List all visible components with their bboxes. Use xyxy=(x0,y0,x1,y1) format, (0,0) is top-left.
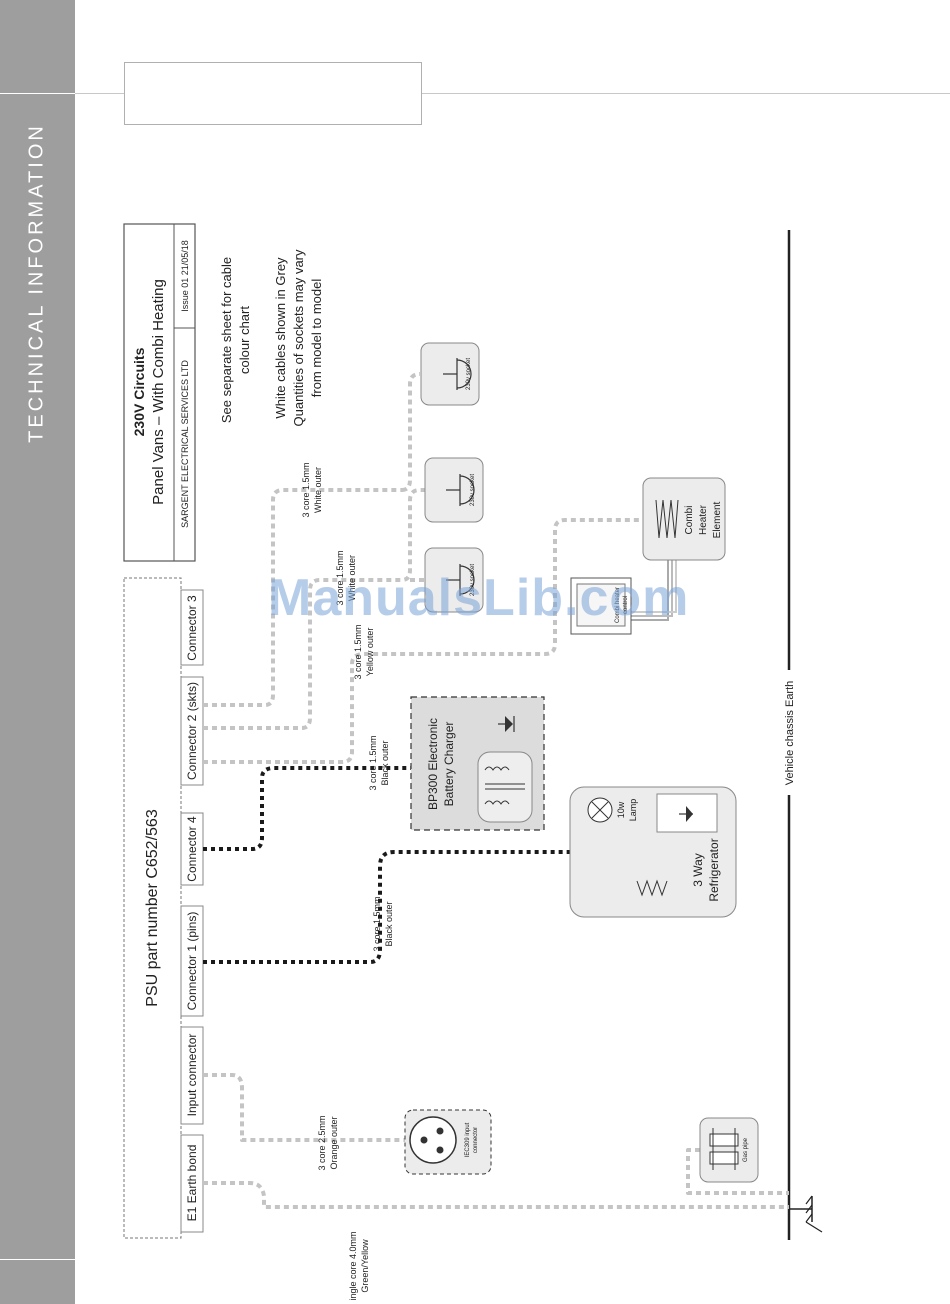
cables xyxy=(203,372,789,1209)
combi-cable xyxy=(203,518,643,764)
lamp-label-2: Lamp xyxy=(628,799,638,822)
sockets-top-cable-2 xyxy=(401,372,421,492)
earth-bar-label: Vehicle chassis Earth xyxy=(784,681,796,786)
socket-middle-label: 230v socket xyxy=(470,474,476,506)
refrigerator: 10w Lamp 3 Way Refrigerator xyxy=(569,786,737,918)
socket-top: 230v socket xyxy=(420,342,480,406)
transformer-icon xyxy=(477,751,533,823)
fridge-cable xyxy=(203,850,571,964)
charger-label-1: BP300 Electronic xyxy=(426,718,440,810)
cable-labels: ingle core 4.0mm Green/Yellow 3 core 2.5… xyxy=(301,462,394,1300)
iec-connector: IEC309 input connector xyxy=(404,1109,492,1175)
heater-element-icon xyxy=(655,499,679,539)
header-box xyxy=(124,62,422,125)
fridge-cable-label-2: Black outer xyxy=(384,901,394,946)
combi-heater: Combi Heater Element xyxy=(642,477,726,561)
socket-middle: 230v socket xyxy=(424,457,484,523)
title-block-subtitle: Panel Vans – With Combi Heating xyxy=(150,279,167,505)
sockets-mid-cable xyxy=(203,488,425,730)
plug-icon xyxy=(409,1116,457,1164)
charger-cable-label-2: Black outer xyxy=(380,740,390,785)
fridge-label-2: Refrigerator xyxy=(707,838,721,901)
notes: See separate sheet for cable colour char… xyxy=(219,249,324,427)
charger-label-2: Battery Charger xyxy=(442,722,456,807)
watermark: ManualsLib.com xyxy=(268,569,690,627)
psu-part-number: PSU part number C652/563 xyxy=(144,809,161,1007)
title-block-issue: Issue 01 21/05/18 xyxy=(180,240,190,312)
gas-pipe-icon xyxy=(709,1133,739,1147)
sockets-top-cable-label-1: 3 core 1.5mm xyxy=(301,462,311,517)
note-grey-cables-1: White cables shown in Grey xyxy=(273,257,288,419)
connector-3: Connector 3 xyxy=(185,595,199,661)
title-block-company: SARGENT ELECTRICAL SERVICES LTD xyxy=(180,360,190,528)
combi-control-leads-3 xyxy=(614,560,677,613)
input-cable-label-1: 3 core 2.5mm xyxy=(317,1115,327,1170)
note-cable-chart-2: colour chart xyxy=(237,306,252,374)
note-cable-chart-1: See separate sheet for cable xyxy=(219,257,234,423)
combi-cable-label-1: 3 core 1.5mm xyxy=(353,624,363,679)
header-rule xyxy=(75,93,950,94)
psu: PSU part number C652/563 E1 Earth bond I… xyxy=(123,577,204,1239)
title-block-title: 230V Circuits xyxy=(131,347,147,436)
fridge-heater-icon xyxy=(636,879,668,897)
connector-4: Connector 4 xyxy=(185,816,199,882)
connector-1-pins: Connector 1 (pins) xyxy=(185,912,199,1011)
sockets-top-cable xyxy=(203,488,402,707)
sockets-mid-cable-label-1: 3 core 1.5mm xyxy=(335,550,345,605)
earth-cable xyxy=(203,1181,789,1209)
note-grey-cables-3: from model to model xyxy=(309,279,324,398)
combi-cable-label-2: Yellow outer xyxy=(365,628,375,677)
fridge-cable-label-1: 3 core 1.5mm xyxy=(372,896,382,951)
note-grey-cables-2: Quantities of sockets may vary xyxy=(291,249,306,427)
connector-e1-earth-bond: E1 Earth bond xyxy=(185,1145,199,1222)
combi-control: Combi heater control xyxy=(570,577,632,635)
gas-pipe-label: Gas pipe xyxy=(743,1137,749,1162)
combi-control-label-2: control xyxy=(623,596,629,614)
iec-label-2: connector xyxy=(473,1127,479,1153)
combi-heater-label-1: Combi xyxy=(684,506,695,535)
iec-label-1: IEC309 input xyxy=(465,1122,471,1157)
charger-cable-label-1: 3 core 1.5mm xyxy=(368,735,378,790)
sockets-top-cable-label-2: White outer xyxy=(313,467,323,513)
connector-2-skts: Connector 2 (skts) xyxy=(185,682,199,780)
socket-top-label: 230v socket xyxy=(466,358,472,390)
socket-bottom-label: 230v socket xyxy=(470,564,476,596)
earth-cable-label-2: Green/Yellow xyxy=(360,1239,370,1293)
combi-heater-label-2: Heater xyxy=(698,504,709,535)
earth-bar: Vehicle chassis Earth xyxy=(784,230,823,1240)
socket-bottom: 230v socket xyxy=(424,547,484,613)
sockets-mid-cable-label-2: White outer xyxy=(347,555,357,601)
connector-input: Input connector xyxy=(185,1034,199,1117)
combi-control-label-1: Combi heater xyxy=(615,587,621,623)
gas-pipe: Gas pipe xyxy=(699,1117,759,1183)
charger: BP300 Electronic Battery Charger xyxy=(410,696,545,831)
input-cable xyxy=(203,1073,405,1142)
sidebar: TECHNICAL INFORMATION xyxy=(0,0,75,1304)
charger-cable xyxy=(203,766,411,851)
earth-cable-label-1: ingle core 4.0mm xyxy=(348,1231,358,1300)
lamp-label-1: 10w xyxy=(616,801,626,818)
title-block: 230V Circuits Panel Vans – With Combi He… xyxy=(123,223,196,562)
input-cable-label-2: Orange outer xyxy=(329,1116,339,1169)
combi-heater-label-3: Element xyxy=(712,501,723,538)
fridge-label-1: 3 Way xyxy=(691,853,705,887)
